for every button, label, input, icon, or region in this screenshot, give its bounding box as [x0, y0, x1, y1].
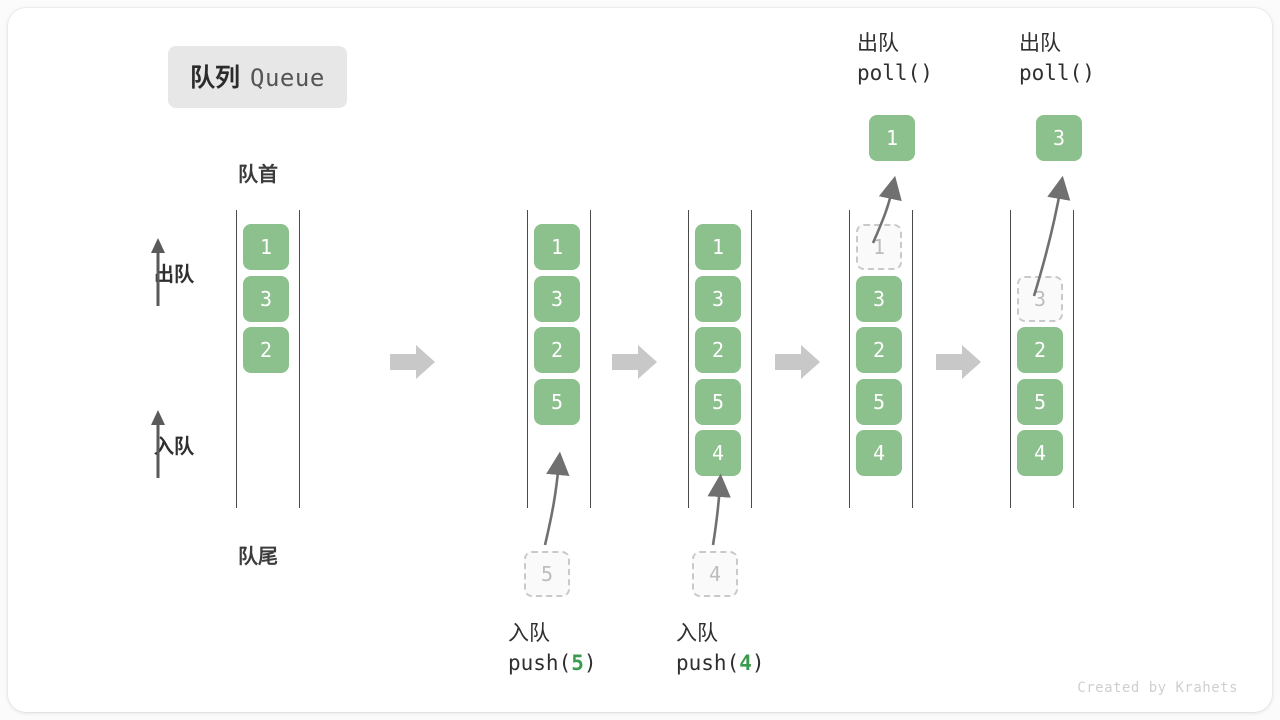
- step-arrow-1: [390, 343, 436, 386]
- title-en: Queue: [250, 64, 325, 92]
- queue-tail-label: 队尾: [238, 546, 278, 568]
- operation-name-cn: 入队: [676, 622, 718, 645]
- queue-cell-ghost: 1: [856, 224, 902, 270]
- queue-rail-left: [527, 210, 528, 508]
- dequeue-arrow-icon: [151, 238, 165, 306]
- popped-element-poll-1: 1: [869, 115, 915, 161]
- incoming-element-push-5: 5: [524, 551, 570, 597]
- title-badge: 队列 Queue: [168, 46, 347, 108]
- queue-cell: 2: [243, 327, 289, 373]
- queue-cell: 5: [695, 378, 741, 425]
- operation-code: push(4): [676, 651, 765, 676]
- operation-name-cn: 入队: [508, 622, 550, 645]
- operation-argument: 5: [571, 651, 584, 676]
- queue-rail-right: [1073, 210, 1074, 508]
- operation-name-cn: 出队: [1019, 32, 1061, 55]
- queue-column-poll-3: 3 2 5 4: [1010, 210, 1074, 508]
- queue-rail-left: [688, 210, 689, 508]
- queue-cell: 5: [534, 378, 580, 425]
- queue-cell: 2: [1017, 327, 1063, 373]
- queue-rail-right: [299, 210, 300, 508]
- incoming-element-push-4: 4: [692, 551, 738, 597]
- queue-cell: 2: [534, 327, 580, 373]
- operation-code: push(5): [508, 651, 597, 676]
- step-arrow-4: [936, 343, 982, 386]
- queue-cell: 1: [695, 224, 741, 270]
- queue-rail-right: [590, 210, 591, 508]
- queue-cell: 4: [695, 430, 741, 476]
- queue-cell: 4: [1017, 430, 1063, 476]
- popped-element-poll-3: 3: [1036, 115, 1082, 161]
- title-cn: 队列: [190, 64, 241, 92]
- operation-caption-push-5: 入队 push(5): [508, 620, 597, 679]
- queue-cell: 5: [856, 378, 902, 425]
- queue-cell: 2: [856, 327, 902, 373]
- queue-cell: 3: [856, 275, 902, 322]
- enqueue-label-text: 入队: [154, 436, 194, 458]
- step-arrow-3: [775, 343, 821, 386]
- operation-argument: 4: [739, 651, 752, 676]
- queue-rail-left: [849, 210, 850, 508]
- operation-caption-poll-3: 出队 poll(): [1019, 30, 1095, 89]
- queue-cell: 3: [243, 275, 289, 322]
- watermark: Created by Krahets: [1077, 680, 1238, 696]
- operation-caption-poll-1: 出队 poll(): [857, 30, 933, 89]
- queue-cell: 3: [695, 275, 741, 322]
- operation-code: poll(): [1019, 61, 1095, 86]
- step-arrow-2: [612, 343, 658, 386]
- enqueue-arrow-icon: [151, 410, 165, 478]
- queue-cell: 3: [534, 275, 580, 322]
- queue-column-poll-1: 1 3 2 5 4: [849, 210, 913, 508]
- queue-column-initial: 1 3 2: [236, 210, 300, 508]
- operation-caption-push-4: 入队 push(4): [676, 620, 765, 679]
- queue-cell: 4: [856, 430, 902, 476]
- queue-column-after-push-4: 1 3 2 5 4: [688, 210, 752, 508]
- operation-name-cn: 出队: [857, 32, 899, 55]
- queue-cell: 1: [534, 224, 580, 270]
- queue-column-after-push-5: 1 3 2 5: [527, 210, 591, 508]
- queue-cell: 5: [1017, 378, 1063, 425]
- queue-cell: 1: [243, 224, 289, 270]
- dequeue-label-text: 出队: [154, 264, 194, 286]
- queue-head-label: 队首: [238, 164, 278, 186]
- queue-rail-right: [751, 210, 752, 508]
- queue-rail-left: [1010, 210, 1011, 508]
- operation-code: poll(): [857, 61, 933, 86]
- queue-rail-left: [236, 210, 237, 508]
- queue-cell-ghost: 3: [1017, 275, 1063, 322]
- queue-rail-right: [912, 210, 913, 508]
- queue-cell: 2: [695, 327, 741, 373]
